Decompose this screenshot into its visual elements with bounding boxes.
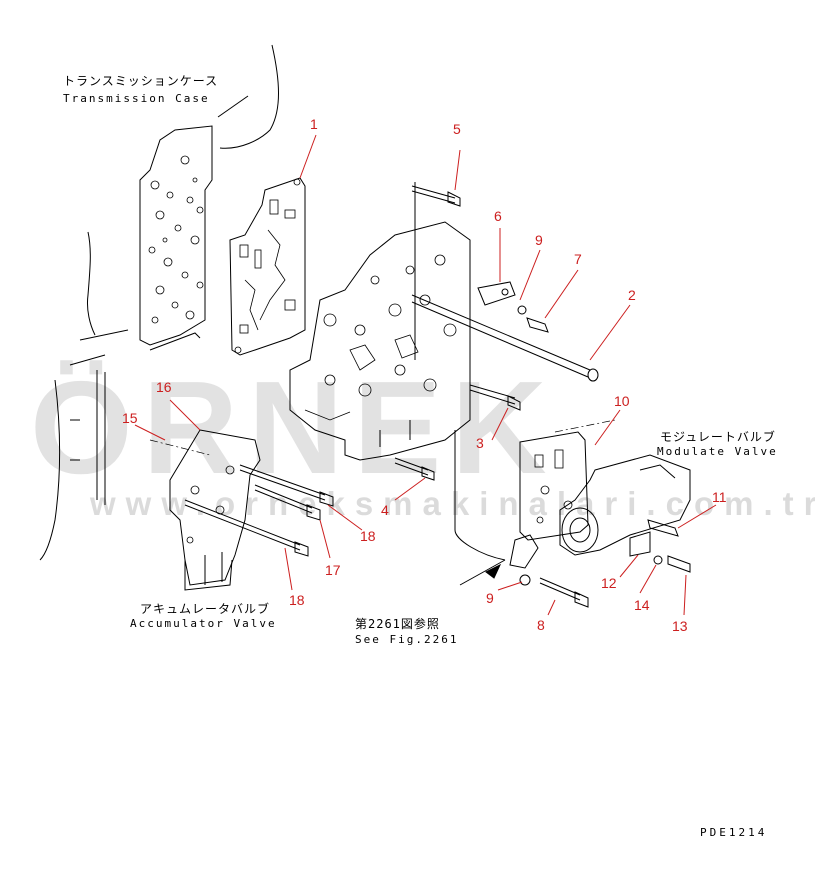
fig-reference-label-en: See Fig.2261 — [355, 633, 459, 646]
transmission-case-label-jp: トランスミッションケース — [63, 74, 219, 88]
callout-16: 16 — [156, 379, 172, 395]
accumulator-valve — [169, 429, 334, 591]
callout-6: 6 — [494, 208, 502, 224]
fig-reference-label-jp: 第2261図参照 — [355, 617, 440, 631]
accumulator-valve-label-en: Accumulator Valve — [130, 617, 277, 630]
transmission-case — [39, 44, 279, 561]
drawing-code: PDE1214 — [700, 826, 768, 839]
modulate-valve-label-jp: モジュレートバルブ — [660, 430, 776, 444]
callout-15: 15 — [122, 410, 138, 426]
alignment-lines — [149, 419, 616, 456]
callout-12: 12 — [601, 575, 617, 591]
callout-7: 7 — [574, 251, 582, 267]
callout-9-upper: 9 — [535, 232, 543, 248]
callout-1: 1 — [310, 116, 318, 132]
callout-10: 10 — [614, 393, 630, 409]
callout-leaders — [134, 134, 717, 616]
modulate-valve — [519, 431, 691, 573]
callout-14: 14 — [634, 597, 650, 613]
callout-13: 13 — [672, 618, 688, 634]
watermark-site: www.orneksmakinalari.com.tr — [90, 485, 815, 522]
callout-4: 4 — [381, 502, 389, 518]
callout-11: 11 — [712, 489, 727, 505]
callout-17: 17 — [325, 562, 341, 578]
callout-2: 2 — [628, 287, 636, 303]
pipe-bracket — [454, 430, 589, 608]
callout-5: 5 — [453, 121, 461, 137]
callout-9-lower: 9 — [486, 590, 494, 606]
callout-18-lower: 18 — [289, 592, 305, 608]
separator-plate-1 — [229, 177, 306, 356]
callout-8: 8 — [537, 617, 545, 633]
callout-18-upper: 18 — [360, 528, 376, 544]
callout-3: 3 — [476, 435, 484, 451]
modulate-valve-label-en: Modulate Valve — [657, 445, 778, 458]
gasket-plate-large — [139, 125, 213, 351]
accumulator-valve-label-jp: アキュムレータバルブ — [140, 602, 271, 616]
transmission-case-label-en: Transmission Case — [63, 92, 210, 105]
control-valve-body — [289, 182, 599, 481]
